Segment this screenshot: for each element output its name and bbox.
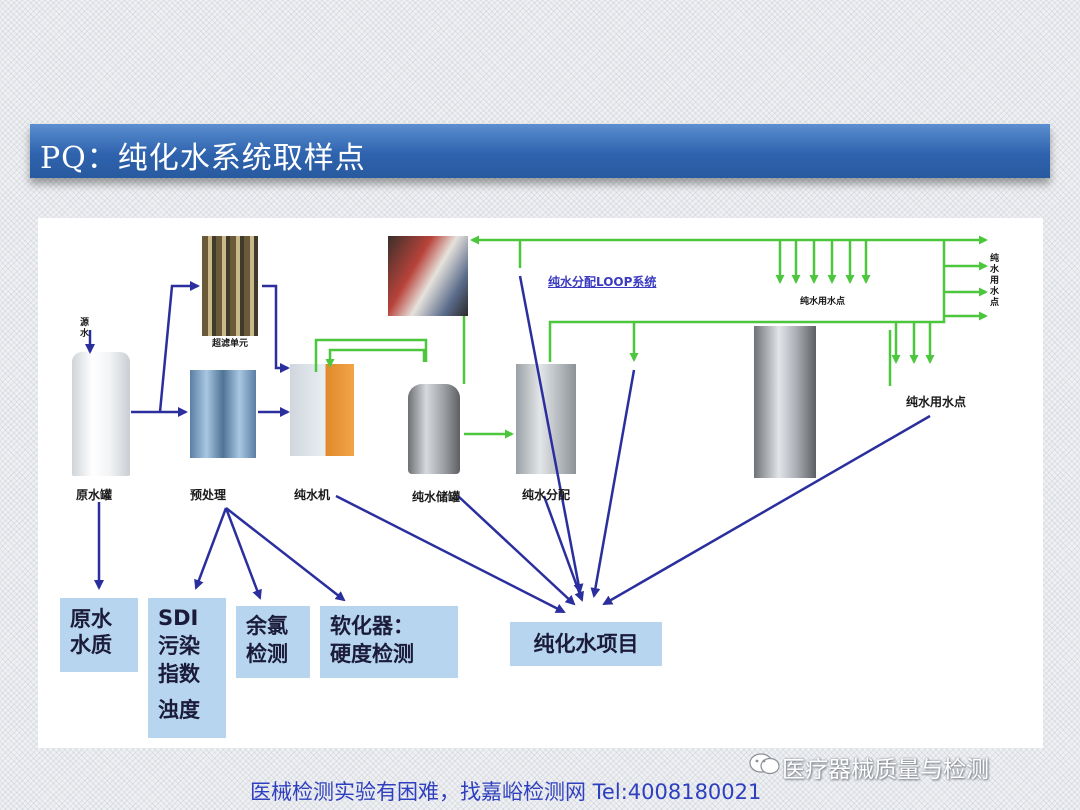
ro-to-project: [335, 494, 566, 614]
slide-title: PQ：纯化水系统取样点: [40, 141, 366, 176]
chlorine-text: 余氯检测: [246, 614, 288, 666]
title-bar: PQ：纯化水系统取样点: [30, 124, 1050, 178]
loop-to-project: [518, 275, 584, 594]
softener-line1: 软化器：: [330, 614, 414, 638]
process-flow-arrows: [85, 275, 931, 614]
pretreat-to-softener: [225, 507, 346, 602]
use-points-mid-label: 纯水用水点: [906, 395, 967, 409]
ro-loop-back: [314, 338, 428, 372]
use-points-top-label: 纯水用水点: [800, 297, 846, 307]
ultrafilter-image: [202, 236, 258, 336]
storage-tank-image: [408, 384, 460, 474]
raw-water-tank-image: [72, 352, 130, 476]
loop-main: [548, 240, 946, 362]
uf-to-ro: [262, 284, 290, 373]
watermark-text: 医疗器械质量与检测: [782, 757, 989, 783]
ultrafilter-label: 超滤单元: [212, 339, 249, 349]
sdi-line3: 指数: [158, 662, 200, 686]
pretreat-to-chlorine: [224, 507, 262, 600]
top-use-points: [775, 240, 871, 284]
mid-to-project: [590, 369, 636, 598]
footer-text: 医械检测实验有困难，找嘉峪检测网 Tel:4008180021: [250, 780, 762, 804]
sdi-line2: 污染: [158, 634, 200, 658]
inlet-label: 源水: [80, 318, 90, 339]
sdi-line4: 浊度: [158, 698, 200, 722]
ro-unit-label: 纯水机: [294, 488, 331, 502]
distribution-label: 纯水分配: [522, 488, 571, 502]
softener-box: 软化器： 硬度检测: [320, 606, 458, 678]
mid-use-points: [891, 322, 935, 364]
use-points-right-label: 纯水用水点: [990, 254, 1000, 308]
dist-to-project: [542, 495, 584, 602]
softener-line2: 硬度检测: [330, 642, 414, 666]
pretreat-label: 预处理: [190, 488, 227, 502]
tank-to-uf: [158, 281, 200, 413]
usepoint-to-project: [602, 414, 931, 606]
ro-unit-image: [290, 364, 354, 456]
right-use-points: [944, 235, 988, 321]
project-box: 纯化水项目: [510, 622, 662, 666]
raw-quality-text: 原水水质: [70, 607, 112, 657]
chlorine-box: 余氯检测: [236, 606, 310, 678]
pretreat-to-sdi: [194, 507, 228, 590]
ro-recirculation: [325, 348, 426, 368]
storage-label: 纯水储罐: [412, 490, 461, 504]
chat-bubble-icon: [749, 753, 780, 775]
pretreatment-image: [190, 370, 256, 458]
operator-photo: [388, 236, 468, 316]
sdi-line1: SDI: [158, 606, 199, 630]
loop-system-label: 纯水分配LOOP系统: [548, 275, 657, 289]
raw-tank-label: 原水罐: [76, 488, 113, 502]
raw-quality-box: 原水水质: [60, 598, 138, 672]
storage-to-project: [457, 495, 576, 606]
sampling-tank-image: [754, 326, 816, 478]
project-text: 纯化水项目: [533, 632, 639, 656]
sdi-box: SDI 污染 指数 浊度: [148, 598, 226, 738]
